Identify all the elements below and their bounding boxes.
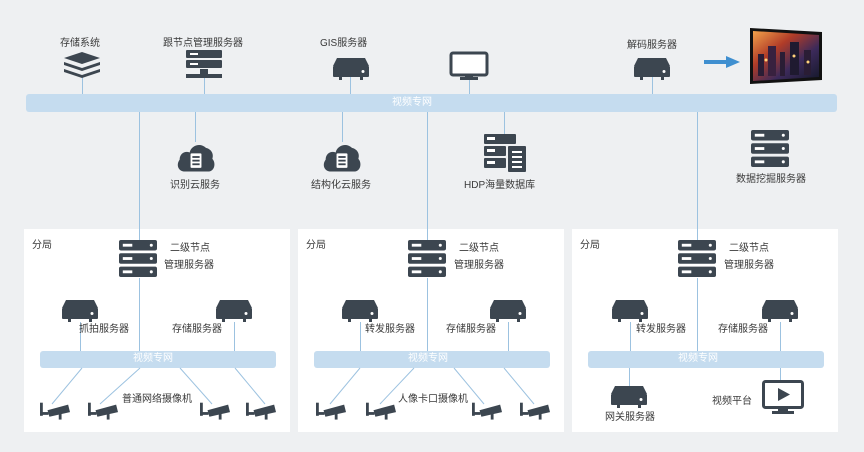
link-decode xyxy=(652,75,653,95)
branch-2-mgmt-link xyxy=(427,278,428,351)
branch-3-mgmt-line-1: 二级节点 xyxy=(729,243,769,254)
branch-1-camera-icon-4 xyxy=(246,402,276,420)
video-platform-icon xyxy=(762,380,804,414)
branch-1-mgmt-line-1: 二级节点 xyxy=(170,243,210,254)
branch-3-left-server-icon xyxy=(612,300,648,322)
mining-label: 数据挖掘服务器 xyxy=(736,174,806,185)
recognition-cloud-icon xyxy=(177,145,215,172)
branch-1-network xyxy=(40,351,276,368)
branch-3-left-label: 转发服务器 xyxy=(636,324,686,335)
branch-3-gateway-label: 网关服务器 xyxy=(605,412,655,423)
link-root-mgmt xyxy=(204,75,205,95)
decode-server-icon xyxy=(634,58,670,80)
link-monitor xyxy=(469,78,470,95)
branch-2-camera-icon-3 xyxy=(472,402,502,420)
branch-1-title: 分局 xyxy=(32,240,52,251)
branch-2-mgmt-line-1: 二级节点 xyxy=(459,243,499,254)
branch-2-camera-icon-1 xyxy=(316,402,346,420)
branch-3-right-link xyxy=(780,322,781,351)
gis-label: GIS服务器 xyxy=(320,38,368,49)
root-mgmt-label: 跟节点管理服务器 xyxy=(163,38,243,49)
branch-3-platform-link xyxy=(780,368,781,380)
mining-server-icon xyxy=(751,130,789,168)
backbone-network xyxy=(26,94,837,112)
branch-2-mgmt-line-2: 管理服务器 xyxy=(454,260,504,271)
branch-3-mgmt-link xyxy=(697,278,698,351)
branch-1-camera-icon-1 xyxy=(40,402,70,420)
branch-1-mgmt-line-2: 管理服务器 xyxy=(164,260,214,271)
uplink-branch-2 xyxy=(427,229,428,243)
database-icon xyxy=(484,134,526,172)
decode-label: 解码服务器 xyxy=(627,40,677,51)
branch-2-right-link xyxy=(508,322,509,351)
branch-1-left-label: 抓拍服务器 xyxy=(79,324,129,335)
branch-2-camera-icon-2 xyxy=(366,402,396,420)
branch-1-left-link xyxy=(80,322,81,351)
branch-panel-1 xyxy=(24,229,290,432)
monitor-icon xyxy=(449,51,489,80)
link-branch-3 xyxy=(697,112,698,242)
arrow-right-icon xyxy=(704,56,740,68)
branch-2-camera-icon-4 xyxy=(520,402,550,420)
backbone-label: 视频专网 xyxy=(392,97,432,108)
branch-3-gateway-link xyxy=(629,368,630,386)
link-hdp xyxy=(504,112,505,136)
structured-cloud-icon xyxy=(323,145,361,172)
branch-3-network xyxy=(588,351,824,368)
link-branch-1 xyxy=(139,112,140,242)
storage-label: 存储系统 xyxy=(60,38,100,49)
video-wall-display-icon xyxy=(750,28,822,84)
link-recognition xyxy=(195,112,196,142)
branch-1-mgmt-server-icon xyxy=(119,240,157,278)
link-structured xyxy=(342,112,343,142)
link-storage xyxy=(82,75,83,95)
branch-3-platform-label: 视频平台 xyxy=(712,396,752,407)
branch-3-title: 分局 xyxy=(580,240,600,251)
hdp-label: HDP海量数据库 xyxy=(464,180,536,191)
branch-2-left-server-icon xyxy=(342,300,378,322)
link-gis xyxy=(350,75,351,95)
branch-3-mgmt-server-icon xyxy=(678,240,716,278)
branch-2-mgmt-server-icon xyxy=(408,240,446,278)
branch-1-camera-icon-2 xyxy=(88,402,118,420)
branch-1-network-label: 视频专网 xyxy=(133,353,173,364)
uplink-branch-1 xyxy=(139,229,140,243)
branch-3-network-label: 视频专网 xyxy=(678,353,718,364)
branch-3-left-link xyxy=(630,322,631,351)
branch-2-left-link xyxy=(360,322,361,351)
branch-2-right-label: 存储服务器 xyxy=(446,324,496,335)
branch-1-right-link xyxy=(234,322,235,351)
branch-1-left-server-icon xyxy=(62,300,98,322)
branch-1-right-label: 存储服务器 xyxy=(172,324,222,335)
link-branch-2 xyxy=(427,112,428,242)
branch-2-network xyxy=(314,351,550,368)
branch-1-mgmt-link xyxy=(139,278,140,351)
branch-2-camera-links xyxy=(329,367,535,405)
gis-server-icon xyxy=(333,58,369,80)
branch-3-right-label: 存储服务器 xyxy=(718,324,768,335)
branch-2-left-label: 转发服务器 xyxy=(365,324,415,335)
branch-2-title: 分局 xyxy=(306,240,326,251)
branch-2-network-label: 视频专网 xyxy=(408,353,448,364)
branch-1-camera-links xyxy=(51,367,266,405)
storage-icon xyxy=(64,52,100,78)
branch-2-right-server-icon xyxy=(490,300,526,322)
root-mgmt-server-icon xyxy=(186,50,222,78)
branch-3-gateway-server-icon xyxy=(611,386,647,408)
recognition-cloud-label: 识别云服务 xyxy=(170,180,220,191)
branch-1-cameras-label: 普通网络摄像机 xyxy=(122,394,192,405)
branch-3-mgmt-line-2: 管理服务器 xyxy=(724,260,774,271)
branch-3-right-server-icon xyxy=(762,300,798,322)
branch-1-camera-icon-3 xyxy=(200,402,230,420)
branch-2-cameras-label: 人像卡口摄像机 xyxy=(398,394,468,405)
uplink-branch-3 xyxy=(697,229,698,243)
structured-cloud-label: 结构化云服务 xyxy=(311,180,371,191)
branch-1-right-server-icon xyxy=(216,300,252,322)
